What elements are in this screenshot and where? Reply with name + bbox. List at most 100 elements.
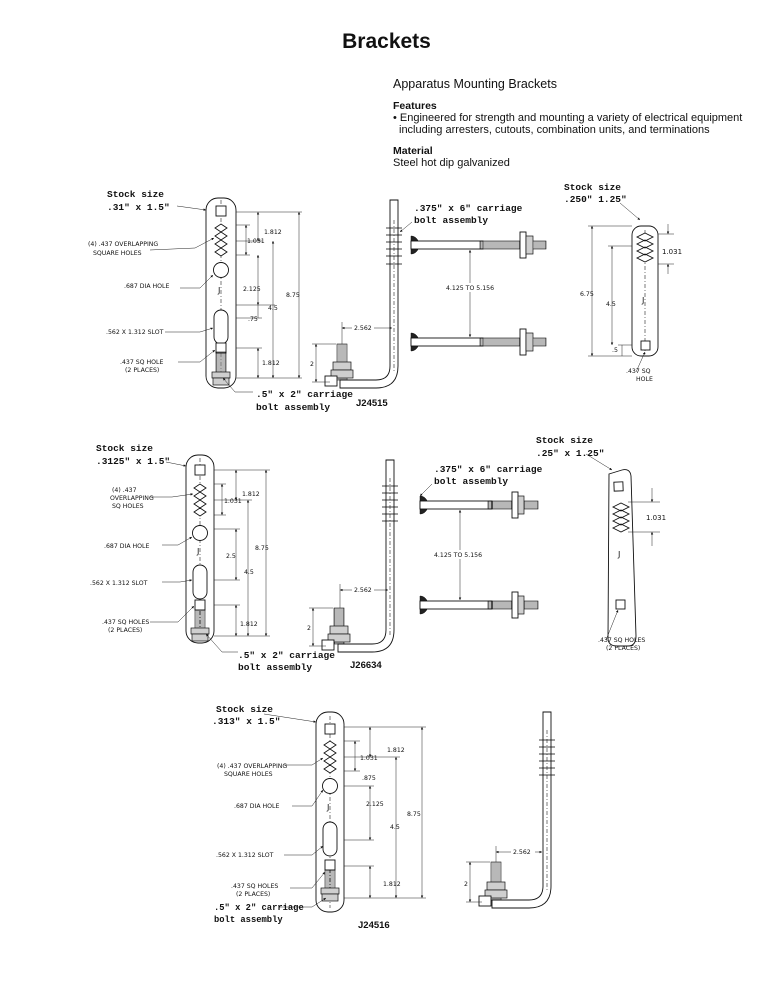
drawing-j24516-front: J 1.812 1.031 .875 2.125 4.5 1.812 8.75 … <box>212 704 426 931</box>
stock-size-value: .31" x 1.5" <box>107 202 170 213</box>
dim-45: 4.5 <box>268 305 278 312</box>
bolt-assembly-label: .5" x 2" carriage <box>256 389 353 400</box>
overlapping-holes-icon <box>323 740 337 774</box>
holes-label: (4) .437 <box>112 487 137 494</box>
overlapping-holes-icon <box>611 502 631 533</box>
dim-1812-bottom: 1.812 <box>262 360 280 367</box>
overlapping-holes-icon <box>193 483 207 517</box>
slot-label: .562 X 1.312 SLOT <box>90 580 148 587</box>
holes-label: (4) .437 OVERLAPPING <box>88 241 158 248</box>
carriage-bolt-label-2: bolt assembly <box>434 476 508 487</box>
square-hole-icon <box>640 340 651 351</box>
dim-1031: 1.031 <box>646 514 666 522</box>
sq-hole-places: (2 PLACES) <box>236 891 270 898</box>
dim-25: 2.5 <box>226 553 236 560</box>
sq-hole-places: (2 PLACES) <box>606 645 640 652</box>
dim-2125: 2.125 <box>366 801 384 808</box>
stock-size-value: .313" x 1.5" <box>212 716 280 727</box>
dim-45: 4.5 <box>244 569 254 576</box>
bolt-assembly-label-2: bolt assembly <box>214 915 283 925</box>
slot-label: .562 X 1.312 SLOT <box>216 852 274 859</box>
drawing-j26634-front: J 1.812 1.031 2.5 4.5 1.812 8.75 Stock s… <box>90 443 335 673</box>
dim-2: 2 <box>464 881 468 888</box>
overlapping-holes-icon <box>635 232 655 263</box>
bolt-icon <box>215 351 227 375</box>
sq-hole-places: (2 PLACES) <box>108 627 142 634</box>
part-mark: J <box>641 296 644 305</box>
bolt-assembly-label: .5" x 2" carriage <box>214 903 304 913</box>
round-hole-icon <box>192 525 208 541</box>
dim-2562: 2.562 <box>354 587 372 594</box>
features-label: Features <box>393 100 437 112</box>
drawing-250-bracket: J 1.031 6.75 4.5 .5 .437 SQ HOLE Stock s… <box>564 182 682 383</box>
part-number-j26634: J26634 <box>350 660 382 671</box>
dim-875: 8.75 <box>407 811 421 818</box>
holes-label-2: SQUARE HOLES <box>224 771 273 778</box>
part-mark: J <box>326 803 329 812</box>
drawing-25-strap: J 1.031 .437 SQ HOLES (2 PLACES) Stock s… <box>536 435 666 652</box>
part-number-j24515: J24515 <box>356 398 388 409</box>
bolt-assembly-label-2: bolt assembly <box>256 402 330 413</box>
features-line-1: • Engineered for strength and mounting a… <box>393 112 743 124</box>
square-hole-icon <box>324 723 336 735</box>
carriage-bolt-label-2: bolt assembly <box>414 215 488 226</box>
carriage-bolt-label: .375" x 6" carriage <box>434 464 543 475</box>
dim-1031: 1.031 <box>247 238 265 245</box>
product-heading: Apparatus Mounting Brackets <box>393 77 557 91</box>
dia-hole-label: .687 DIA HOLE <box>234 803 280 810</box>
product-description: Apparatus Mounting Brackets Features • E… <box>393 78 763 169</box>
dim-875-small: .875 <box>362 775 376 782</box>
part-number-j24516: J24516 <box>358 920 390 931</box>
dim-1031: 1.031 <box>662 248 682 256</box>
holes-label-2: SQUARE HOLES <box>93 250 142 257</box>
bracket-side-profile <box>339 199 399 389</box>
square-hole-icon <box>613 481 624 492</box>
part-mark: J <box>217 286 220 295</box>
drawing-j24515-side: 2 2.562 4.125 TO 5.156 .375" x 6" carria… <box>310 199 547 409</box>
sq-hole-label: .437 SQ HOLES <box>102 619 149 626</box>
slot-label: .562 X 1.312 SLOT <box>106 329 164 336</box>
drawing-j24515-front: J 1.812 1.031 2.125 4.5 .75 1.812 8.75 S… <box>88 189 353 413</box>
dim-range: 4.125 TO 5.156 <box>446 285 494 292</box>
round-hole-icon <box>213 262 229 278</box>
material-value: Steel hot dip galvanized <box>393 157 510 169</box>
dim-2562: 2.562 <box>513 849 531 856</box>
material-label: Material <box>393 145 433 157</box>
stock-size-label: Stock size <box>107 189 164 200</box>
dim-75: .75 <box>248 316 258 323</box>
dia-hole-label: .687 DIA HOLE <box>124 283 170 290</box>
holes-label: (4) .437 OVERLAPPING <box>217 763 287 770</box>
carriage-bolt-label: .375" x 6" carriage <box>414 203 523 214</box>
overlapping-holes-icon <box>214 223 228 257</box>
dim-range: 4.125 TO 5.156 <box>434 552 482 559</box>
sq-hole-places: (2 PLACES) <box>125 367 159 374</box>
dim-875: 8.75 <box>255 545 269 552</box>
stock-size-value: .3125" x 1.5" <box>96 456 170 467</box>
dim-675: 6.75 <box>580 291 594 298</box>
stock-size-value: .25" x 1.25" <box>536 448 604 459</box>
dim-45: 4.5 <box>606 301 616 308</box>
square-hole-icon <box>194 464 206 476</box>
stock-size-value: .250" 1.25" <box>564 194 627 205</box>
dim-1812-top: 1.812 <box>242 491 260 498</box>
drawing-j24516-side: 2 2.562 <box>464 711 555 909</box>
stock-size-label: Stock size <box>536 435 593 446</box>
sq-hole-label: .437 SQ HOLES <box>598 637 645 644</box>
dim-45: 4.5 <box>390 824 400 831</box>
dim-1812-bottom: 1.812 <box>383 881 401 888</box>
dia-hole-label: .687 DIA HOLE <box>104 543 150 550</box>
bolt-assembly-label: .5" x 2" carriage <box>238 650 335 661</box>
holes-label-3: SQ HOLES <box>112 503 144 510</box>
part-mark: J <box>196 547 199 556</box>
sq-hole-label: .437 SQ HOLE <box>120 359 163 366</box>
square-hole-icon <box>215 205 227 217</box>
round-hole-icon <box>322 778 338 794</box>
dim-2125: 2.125 <box>243 286 261 293</box>
slot-icon <box>322 821 338 857</box>
sq-hole-label-2: HOLE <box>636 376 653 383</box>
stock-size-label: Stock size <box>564 182 621 193</box>
features-line-2: including arresters, cutouts, combinatio… <box>399 124 710 136</box>
dim-1031: 1.031 <box>224 498 242 505</box>
dim-2562: 2.562 <box>354 325 372 332</box>
